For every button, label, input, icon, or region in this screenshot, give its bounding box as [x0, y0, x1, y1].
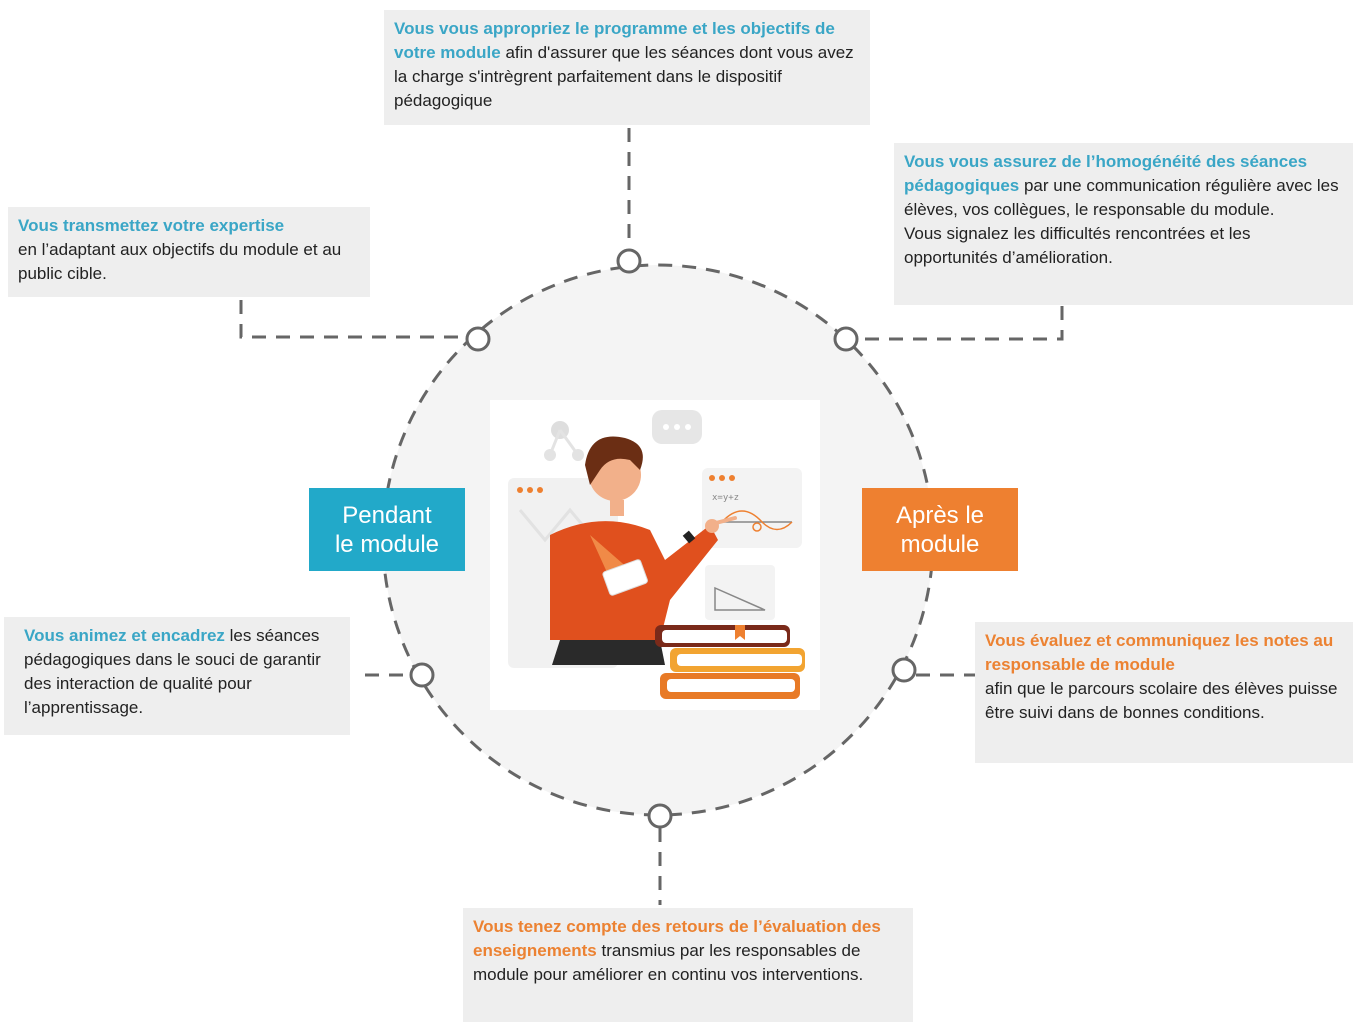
- box-bottom-left-text: les séances pédagogiques dans le souci d…: [24, 626, 321, 717]
- connector-top-left: [239, 300, 466, 339]
- tag-after-line2: module: [900, 530, 980, 558]
- teacher-illustration: x=y+z: [490, 400, 820, 710]
- node-bottom-left: [409, 662, 435, 688]
- board-formula: x=y+z: [712, 493, 739, 503]
- box-top: Vous vous appropriez le programme et les…: [384, 10, 870, 125]
- node-top-right: [833, 326, 859, 352]
- box-top-text: afin d'assurer que les séances dont vous…: [394, 43, 854, 110]
- box-bottom-left-highlight: Vous animez et encadrez: [24, 626, 225, 645]
- node-top: [616, 248, 642, 274]
- tag-during-line1: Pendant: [342, 501, 432, 529]
- box-bottom-highlight: Vous tenez compte des retours de l’évalu…: [473, 917, 881, 960]
- box-top-right-text: par une communication régulière avec les…: [904, 176, 1339, 219]
- box-top-highlight: Vous vous appropriez le programme et les…: [394, 19, 835, 62]
- right-board: [702, 468, 802, 548]
- box-top-left-highlight: Vous transmettez votre expertise: [18, 216, 285, 235]
- box-bottom-text: transmius par les responsables de module…: [473, 941, 864, 984]
- box-bottom: Vous tenez compte des retours de l’évalu…: [463, 908, 913, 1022]
- tag-during-line2: le module: [334, 530, 440, 558]
- box-top-right-text2: Vous signalez les difficultés rencontrée…: [904, 224, 1251, 267]
- box-bottom-right-highlight: Vous évaluez et communiquez les notes au…: [985, 631, 1334, 674]
- box-top-right-highlight: Vous vous assurez de l’homogénéité des s…: [904, 152, 1308, 195]
- box-top-right: Vous vous assurez de l’homogénéité des s…: [894, 143, 1353, 305]
- node-top-left: [465, 326, 491, 352]
- box-bottom-left: Vous animez et encadrez les séances péda…: [4, 617, 350, 735]
- box-top-left: Vous transmettez votre expertise en l’ad…: [8, 207, 370, 297]
- box-bottom-right-text: afin que le parcours scolaire des élèves…: [985, 679, 1338, 722]
- node-bottom-right: [891, 657, 917, 683]
- tag-after-line1: Après le: [895, 501, 985, 529]
- tag-after-module: Après le module: [862, 488, 1018, 571]
- connector-top-right: [858, 306, 1064, 341]
- box-bottom-right: Vous évaluez et communiquez les notes au…: [975, 622, 1353, 763]
- tag-during-module: Pendant le module: [309, 488, 465, 571]
- node-bottom: [647, 803, 673, 829]
- box-top-left-text: en l’adaptant aux objectifs du module et…: [18, 240, 342, 283]
